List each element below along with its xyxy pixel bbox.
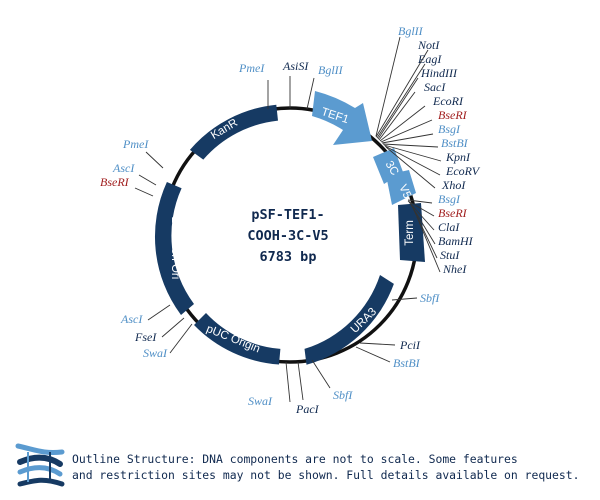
feature-label-v5: V5 xyxy=(396,183,413,201)
site-xhoi: XhoI xyxy=(441,178,466,192)
feature-2-micron-ori[interactable] xyxy=(154,182,194,315)
site-pmei-left: PmeI xyxy=(122,137,149,151)
feature-ura3[interactable] xyxy=(304,275,394,365)
footer-line-1: Outline Structure: DNA components are no… xyxy=(72,452,518,466)
site-sbfi-right: SbfI xyxy=(420,291,440,305)
site-kpni: KpnI xyxy=(445,150,471,164)
site-swai-low: SwaI xyxy=(143,346,168,360)
site-bstbi-2: BstBI xyxy=(393,356,421,370)
site-fsei: FseI xyxy=(134,330,157,344)
site-bamhi: BamHI xyxy=(438,234,474,248)
site-bglii-top: BglII xyxy=(318,63,344,77)
site-sbfi-bottom: SbfI xyxy=(333,388,353,402)
site-stui: StuI xyxy=(440,248,460,262)
site-ecori: EcoRI xyxy=(432,94,464,108)
feature-puc-origin[interactable] xyxy=(194,313,281,365)
site-paci: PacI xyxy=(295,402,320,416)
site-pmei-top: PmeI xyxy=(238,61,265,75)
site-saci: SacI xyxy=(424,80,446,94)
site-eagi: EagI xyxy=(417,52,442,66)
footer-line-2: and restriction sites may not be shown. … xyxy=(72,468,580,482)
feature-term[interactable] xyxy=(398,203,425,262)
feature-label-term: Term xyxy=(404,220,416,246)
dna-helix-icon xyxy=(15,443,65,487)
site-asci-left: AscI xyxy=(112,161,135,175)
site-bglii: BglII xyxy=(398,24,424,38)
site-swai-bottom: SwaI xyxy=(248,394,273,408)
site-bsgi-1: BsgI xyxy=(438,122,461,136)
site-asci-low: AscI xyxy=(120,312,143,326)
site-bseri-left: BseRI xyxy=(100,175,130,189)
site-ecorv: EcoRV xyxy=(445,164,481,178)
site-clai: ClaI xyxy=(438,220,460,234)
site-hindiii: HindIII xyxy=(420,66,458,80)
plasmid-map: KanR TEF1 3C V5 Term URA3 pUC Origin 2 M… xyxy=(100,24,481,416)
site-pcii: PciI xyxy=(399,338,421,352)
footer-note: Outline Structure: DNA components are no… xyxy=(72,451,579,483)
feature-label-2-micron-ori: 2 Micron Ori xyxy=(169,217,181,280)
feature-kanr[interactable] xyxy=(189,104,278,160)
site-bstbi-1: BstBI xyxy=(441,136,469,150)
site-bsgi-2: BsgI xyxy=(438,192,461,206)
plasmid-name-line1: pSF-TEF1- xyxy=(251,207,324,223)
feature-tef1[interactable] xyxy=(312,91,372,145)
feature-v5[interactable] xyxy=(386,170,416,205)
site-nhei: NheI xyxy=(442,262,467,276)
site-asisi: AsiSI xyxy=(282,59,309,73)
site-ticks xyxy=(134,36,442,403)
site-bseri-1: BseRI xyxy=(438,108,468,122)
plasmid-size: 6783 bp xyxy=(260,249,317,265)
plasmid-name-line2: COOH-3C-V5 xyxy=(247,228,328,244)
site-noti: NotI xyxy=(417,38,440,52)
site-bseri-2: BseRI xyxy=(438,206,468,220)
